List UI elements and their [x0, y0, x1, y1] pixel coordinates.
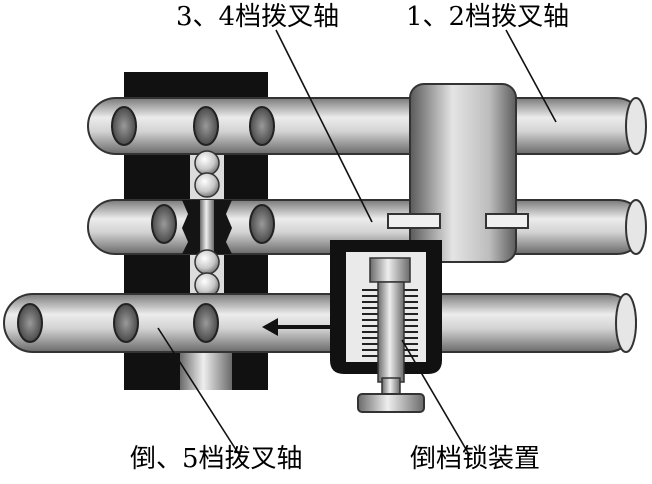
leader-shaft-12	[505, 29, 557, 123]
leader-reverse-lock	[401, 339, 471, 457]
leader-shaft-r5	[157, 327, 241, 457]
leader-shaft-34	[275, 29, 373, 223]
reverse-lock-device	[330, 240, 442, 413]
label-shaft-3-4: 3、4档拨叉轴	[176, 2, 340, 32]
lower-channel-plug	[180, 350, 232, 390]
left-arrow-icon	[262, 318, 330, 336]
shaft-reverse-5	[3, 293, 637, 353]
label-shaft-1-2: 1、2档拨叉轴	[406, 2, 570, 32]
interlock-balls	[194, 150, 220, 298]
shaft-1-2	[87, 97, 647, 155]
leader-lines	[157, 29, 557, 457]
label-shaft-reverse-5: 倒、5档拨叉轴	[130, 444, 303, 474]
fork-collar-1-2	[387, 83, 529, 263]
label-reverse-lock: 倒档锁装置	[410, 444, 541, 474]
